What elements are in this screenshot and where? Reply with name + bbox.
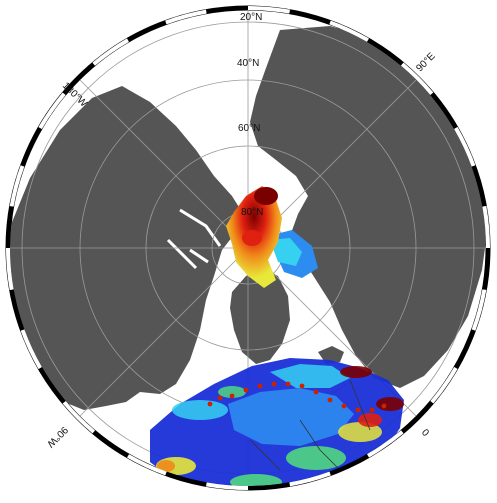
frame-tick-segment bbox=[430, 366, 458, 404]
frame-tick-segment bbox=[482, 247, 490, 291]
data-region-north-atlantic bbox=[150, 358, 404, 486]
frame-tick-segment bbox=[165, 471, 207, 487]
frame-tick-segment bbox=[205, 482, 249, 490]
frame-tick-segment bbox=[38, 92, 66, 130]
frame-tick-segment bbox=[289, 471, 331, 487]
land-eurasia bbox=[250, 26, 486, 388]
frame-tick-segment bbox=[127, 454, 167, 476]
frame-tick-segment bbox=[92, 38, 130, 66]
lat-label-40n: 40°N bbox=[237, 58, 259, 69]
frame-tick-segment bbox=[38, 366, 66, 404]
lon-label-90w: 90°W bbox=[44, 424, 70, 450]
frame-tick-segment bbox=[62, 62, 96, 96]
frame-tick-segment bbox=[247, 482, 291, 490]
frame-tick-segment bbox=[471, 289, 487, 331]
land-greenland bbox=[230, 268, 290, 364]
frame-tick-segment bbox=[9, 165, 25, 207]
frame-tick-segment bbox=[329, 20, 369, 42]
frame-tick-segment bbox=[400, 62, 434, 96]
frame-tick-segment bbox=[430, 92, 458, 130]
frame-tick-segment bbox=[20, 329, 42, 369]
lat-label-20n: 20°N bbox=[240, 12, 262, 23]
frame-tick-segment bbox=[366, 38, 404, 66]
frame-tick-segment bbox=[62, 400, 96, 434]
land-iceland bbox=[318, 346, 344, 364]
frame-tick-segment bbox=[6, 247, 14, 291]
frame-tick-segment bbox=[9, 289, 25, 331]
archipelago-channel bbox=[166, 208, 222, 270]
frame-tick-segment bbox=[289, 9, 331, 25]
lat-label-80n: 80°N bbox=[241, 207, 263, 218]
ship-tracks bbox=[249, 379, 371, 471]
frame-tick-segment bbox=[454, 127, 476, 167]
frame-tick-segment bbox=[247, 6, 291, 14]
frame-tick-segment bbox=[482, 205, 490, 249]
data-region-central-arctic bbox=[226, 186, 318, 288]
frame-tick-segment bbox=[165, 9, 207, 25]
lon-label-0: 0 bbox=[420, 426, 432, 438]
lon-label-90e: 90°E bbox=[414, 51, 437, 74]
land-scandinavia bbox=[372, 296, 410, 362]
lat-label-60n: 60°N bbox=[238, 123, 260, 134]
frame-tick-segment bbox=[6, 205, 14, 249]
frame-tick-segment bbox=[127, 20, 167, 42]
frame-tick-segment bbox=[20, 127, 42, 167]
map-frame-ticks bbox=[6, 6, 490, 490]
frame-tick-segment bbox=[454, 329, 476, 369]
frame-tick-segment bbox=[92, 430, 130, 458]
frame-tick-segment bbox=[329, 454, 369, 476]
frame-tick-segment bbox=[471, 165, 487, 207]
station-markers bbox=[207, 381, 387, 413]
frame-tick-segment bbox=[366, 430, 404, 458]
frame-tick-segment bbox=[400, 400, 434, 434]
frame-tick-segment bbox=[205, 6, 249, 14]
